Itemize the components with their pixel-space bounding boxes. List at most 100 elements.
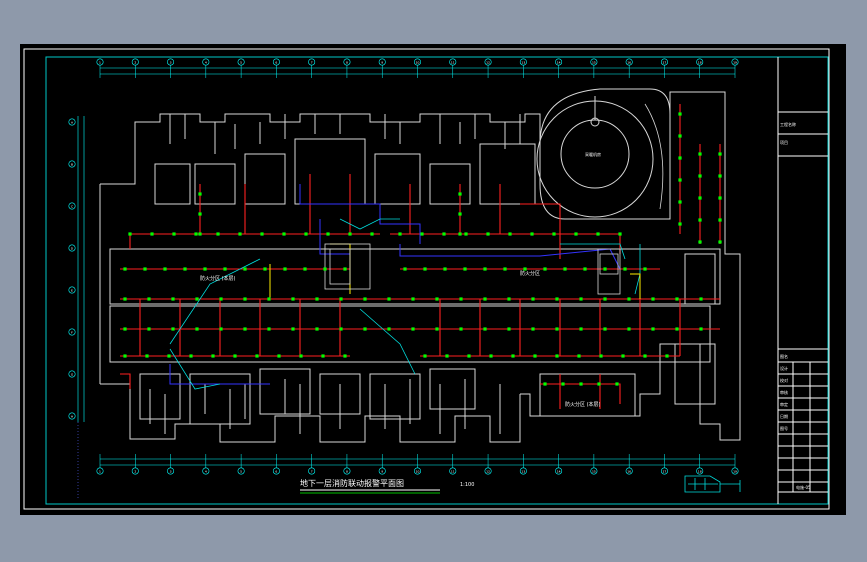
smoke-detector-9 — [326, 232, 330, 236]
grid-label-top-16: 16 — [627, 60, 631, 64]
smoke-detector-41 — [523, 267, 527, 271]
smoke-detector-84 — [387, 327, 391, 331]
smoke-detector-72 — [699, 297, 703, 301]
smoke-detector-51 — [195, 297, 199, 301]
grid-bubble-left-E — [68, 286, 76, 294]
smoke-detector-62 — [459, 297, 463, 301]
smoke-detector-74 — [147, 327, 151, 331]
smoke-detector-145 — [458, 192, 462, 196]
grid-label-top-13: 13 — [521, 60, 525, 64]
smoke-detector-13 — [420, 232, 424, 236]
grid-label-bottom-11: 11 — [451, 469, 455, 473]
signal-wiring — [169, 184, 621, 385]
smoke-detector-43 — [563, 267, 567, 271]
grid-label-top-15: 15 — [592, 60, 596, 64]
grid-label-top-11: 11 — [451, 60, 455, 64]
smoke-detector-134 — [698, 196, 702, 200]
smoke-detector-107 — [321, 354, 325, 358]
smoke-detector-60 — [411, 297, 415, 301]
smoke-detector-73 — [123, 327, 127, 331]
smoke-detector-57 — [339, 297, 343, 301]
smoke-detector-70 — [651, 297, 655, 301]
title-block-row-5: 校对 — [780, 377, 788, 383]
smoke-detector-106 — [299, 354, 303, 358]
smoke-detector-91 — [555, 327, 559, 331]
smoke-detector-116 — [577, 354, 581, 358]
title-block-row-9: 图号 — [780, 425, 788, 431]
smoke-detector-25 — [163, 267, 167, 271]
grid-label-bottom-17: 17 — [663, 469, 667, 473]
smoke-detector-110 — [445, 354, 449, 358]
smoke-detector-77 — [219, 327, 223, 331]
smoke-detector-12 — [398, 232, 402, 236]
smoke-detector-49 — [147, 297, 151, 301]
smoke-detector-46 — [623, 267, 627, 271]
outer-frame — [23, 48, 830, 510]
smoke-detector-119 — [643, 354, 647, 358]
smoke-detector-14 — [442, 232, 446, 236]
smoke-detector-56 — [315, 297, 319, 301]
smoke-detector-146 — [458, 212, 462, 216]
grid-label-top-18: 18 — [698, 60, 702, 64]
title-block-row-6: 审核 — [780, 389, 788, 395]
smoke-detector-22 — [618, 232, 622, 236]
grid-label-bottom-19: 19 — [733, 469, 737, 473]
smoke-detector-50 — [171, 297, 175, 301]
building-walls — [99, 91, 741, 443]
grid-label-left-A: A — [71, 120, 74, 124]
smoke-detector-52 — [219, 297, 223, 301]
smoke-detector-94 — [627, 327, 631, 331]
smoke-detector-100 — [167, 354, 171, 358]
grid-label-left-B: B — [71, 162, 73, 166]
grid-label-left-E: E — [71, 288, 73, 292]
smoke-detector-6 — [260, 232, 264, 236]
smoke-detector-11 — [370, 232, 374, 236]
smoke-detector-92 — [579, 327, 583, 331]
grid-label-bottom-6: 6 — [275, 469, 277, 473]
smoke-detector-139 — [718, 196, 722, 200]
grid-axis-bubbles: 1122334455667788991010111112121313141415… — [68, 58, 739, 475]
smoke-detector-18 — [530, 232, 534, 236]
smoke-detector-58 — [363, 297, 367, 301]
smoke-detector-104 — [255, 354, 259, 358]
smoke-detector-88 — [483, 327, 487, 331]
smoke-detector-93 — [603, 327, 607, 331]
smoke-detector-7 — [282, 232, 286, 236]
smoke-detector-71 — [675, 297, 679, 301]
drawing-number: 电施-05 — [796, 484, 811, 490]
smoke-detector-102 — [211, 354, 215, 358]
grid-label-top-4: 4 — [205, 60, 207, 64]
smoke-detector-15 — [464, 232, 468, 236]
grid-label-top-14: 14 — [557, 60, 561, 64]
smoke-detector-115 — [555, 354, 559, 358]
smoke-detector-63 — [483, 297, 487, 301]
smoke-detector-17 — [508, 232, 512, 236]
smoke-detector-4 — [216, 232, 220, 236]
smoke-detector-5 — [238, 232, 242, 236]
zone-label-upper: 防火分区 (本层) — [200, 275, 236, 282]
drawing-scale: 1:100 — [460, 482, 474, 488]
grid-label-top-17: 17 — [663, 60, 667, 64]
grid-bubble-left-A — [68, 118, 76, 126]
smoke-detector-68 — [603, 297, 607, 301]
smoke-detector-20 — [574, 232, 578, 236]
grid-label-bottom-3: 3 — [170, 469, 172, 473]
equipment-rooms — [324, 243, 621, 295]
smoke-detector-34 — [343, 267, 347, 271]
smoke-detector-123 — [579, 382, 583, 386]
smoke-detector-76 — [195, 327, 199, 331]
smoke-detector-97 — [699, 327, 703, 331]
dimension-lines — [77, 67, 735, 499]
grid-label-bottom-10: 10 — [416, 469, 420, 473]
smoke-detector-89 — [507, 327, 511, 331]
smoke-detector-112 — [489, 354, 493, 358]
smoke-detector-27 — [203, 267, 207, 271]
smoke-detector-118 — [621, 354, 625, 358]
smoke-detector-75 — [171, 327, 175, 331]
plant-room: 采暖机房 — [536, 88, 671, 220]
zone-label-middle: 防火分区 — [520, 270, 540, 277]
smoke-detector-81 — [315, 327, 319, 331]
inner-frame — [45, 56, 829, 505]
smoke-detector-3 — [194, 232, 198, 236]
